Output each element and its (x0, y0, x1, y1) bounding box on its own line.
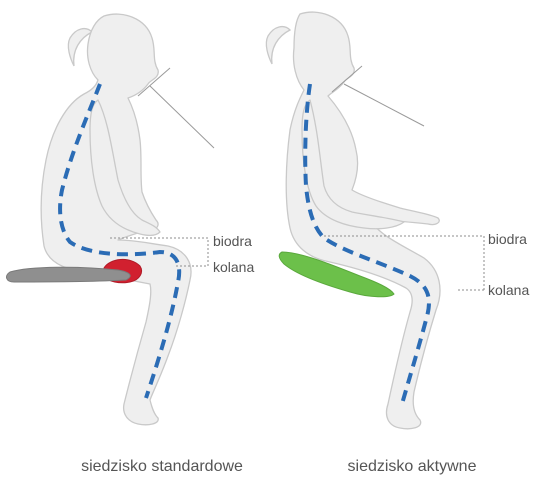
caption-active-seat: siedzisko aktywne (348, 458, 477, 475)
standard-seat (7, 267, 131, 282)
label-hips-right: biodra (488, 231, 527, 247)
label-knees-right: kolana (488, 282, 529, 298)
label-knees-left: kolana (213, 259, 254, 275)
figure-standard (7, 14, 214, 425)
figure-active (266, 12, 484, 429)
ponytail-right (266, 27, 290, 64)
caption-standard-seat: siedzisko standardowe (81, 458, 243, 475)
label-hips-left: biodra (213, 233, 252, 249)
